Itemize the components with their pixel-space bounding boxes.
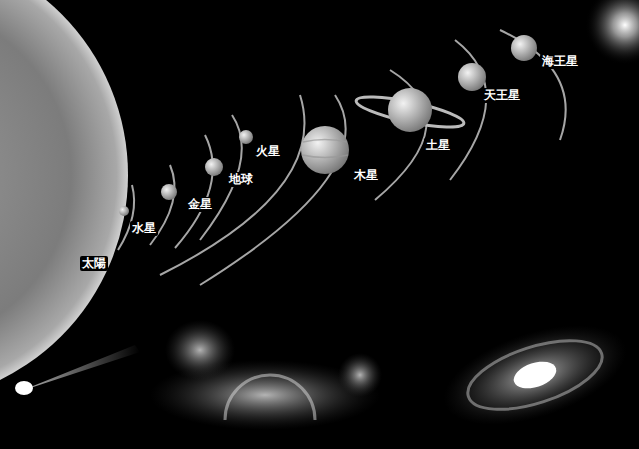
planet-label: 地球 [227,172,255,187]
galaxy [432,306,639,445]
planet-band [303,140,347,143]
orbit-arcs [118,30,566,285]
planet-band [302,155,348,158]
orbit-arc [200,95,346,285]
mercury [119,206,129,216]
saturn [388,88,432,132]
planet-label: 太陽 [80,256,108,271]
comet-tail [18,345,140,392]
uranus [458,63,486,91]
nebula [150,320,382,430]
venus [161,184,177,200]
distant-star [585,0,639,65]
planet-label: 土星 [424,138,452,153]
planet-label: 天王星 [482,88,522,103]
orbit-arc [160,95,305,275]
planet-label: 金星 [186,197,214,212]
jupiter-bands [302,140,348,158]
nebula-arc [225,375,315,420]
orbit-arc [450,40,486,180]
orbit-arc [375,70,427,200]
mars [239,130,253,144]
planet-label: 海王星 [540,54,580,69]
nebula-cloud [338,353,382,397]
planet-label: 火星 [254,144,282,159]
sun-disc [0,0,128,403]
planet-label: 木星 [352,168,380,183]
galaxy-arm [460,327,610,424]
galaxy-disc [432,306,639,445]
jupiter [301,126,349,174]
galaxy-core [510,357,559,393]
planet-label: 水星 [130,221,158,236]
orbit-arc [500,30,566,140]
orbit-arc [118,185,134,250]
earth [205,158,223,176]
comet-head [15,381,33,395]
neptune [511,35,537,61]
nebula-cloud [165,320,235,380]
